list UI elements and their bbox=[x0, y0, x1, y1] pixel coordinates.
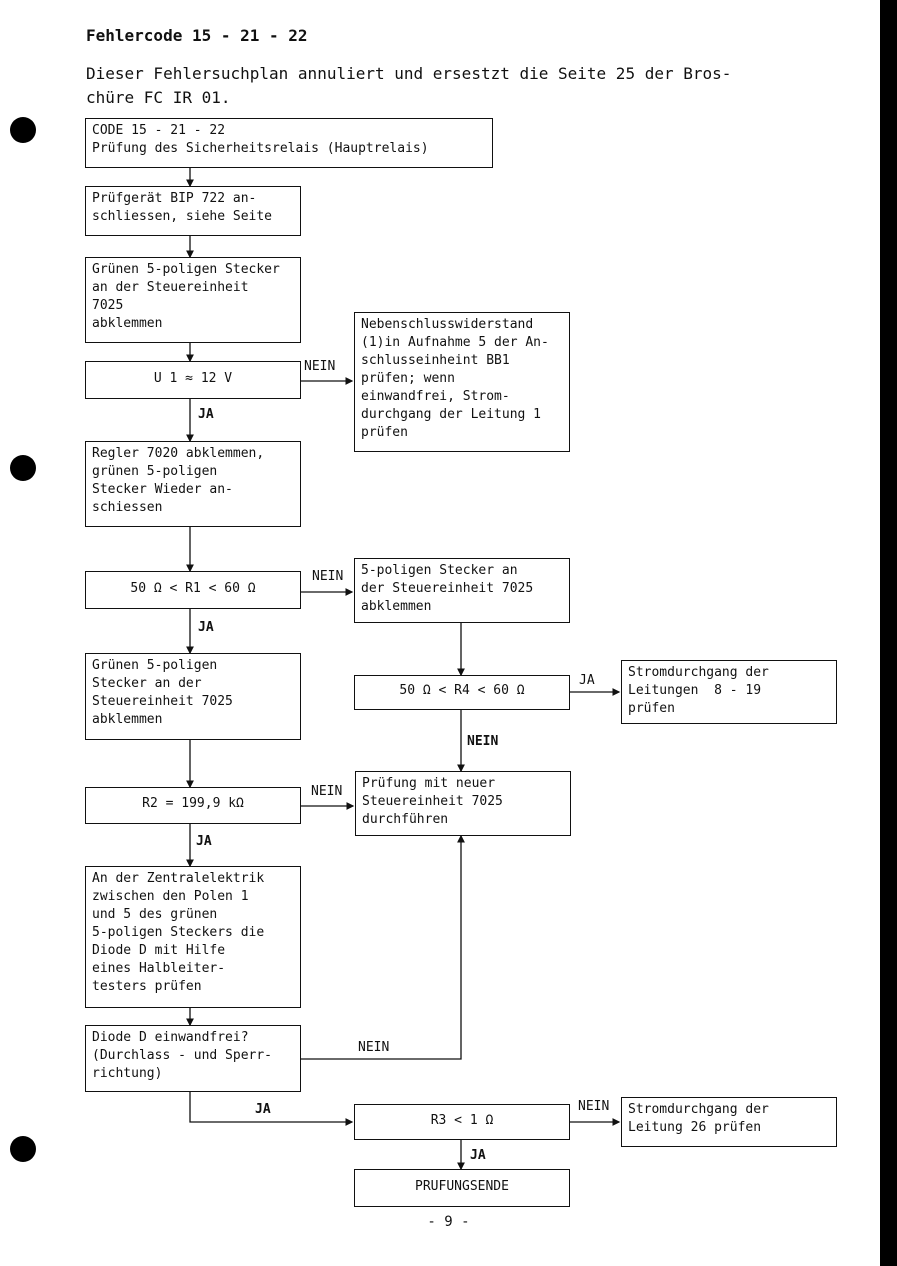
box-r2-check: R2 = 199,9 kΩ bbox=[85, 787, 301, 824]
label-nein-r2: NEIN bbox=[311, 784, 343, 799]
box-stecker-abklemmen-1: Grünen 5-poligen Stecker an der Steuerei… bbox=[85, 257, 301, 343]
intro-line-2: chüre FC IR 01. bbox=[86, 88, 231, 107]
box-stecker-abklemmen-2: 5-poligen Stecker an der Steuereinheit 7… bbox=[354, 558, 570, 623]
page-number: - 9 - bbox=[427, 1214, 470, 1230]
intro-line-1: Dieser Fehlersuchplan annuliert und erse… bbox=[86, 64, 732, 83]
label-ja-r1: JA bbox=[198, 620, 214, 635]
label-nein-r4: NEIN bbox=[467, 734, 499, 749]
label-nein-r3: NEIN bbox=[578, 1099, 610, 1114]
binder-hole-3 bbox=[10, 1136, 36, 1162]
intro-text: Dieser Fehlersuchplan annuliert und erse… bbox=[86, 62, 846, 110]
label-ja-u1: JA bbox=[198, 407, 214, 422]
box-u1-check: U 1 ≈ 12 V bbox=[85, 361, 301, 399]
box-bip-anschliessen: Prüfgerät BIP 722 an- schliessen, siehe … bbox=[85, 186, 301, 236]
box-nebenschluss: Nebenschlusswiderstand (1)in Aufnahme 5 … bbox=[354, 312, 570, 452]
box-zentralelektrik: An der Zentralelektrik zwischen den Pole… bbox=[85, 866, 301, 1008]
scan-edge bbox=[880, 0, 897, 1266]
label-nein-r1: NEIN bbox=[312, 569, 344, 584]
box-r3-check: R3 < 1 Ω bbox=[354, 1104, 570, 1140]
box-r1-check: 50 Ω < R1 < 60 Ω bbox=[85, 571, 301, 609]
label-ja-r3: JA bbox=[470, 1148, 486, 1163]
box-pruefungsende: PRUFUNGSENDE bbox=[354, 1169, 570, 1207]
label-ja-r4: JA bbox=[579, 673, 595, 688]
box-stromdurchgang-8-19: Stromdurchgang der Leitungen 8 - 19 prüf… bbox=[621, 660, 837, 724]
label-ja-diode: JA bbox=[255, 1102, 271, 1117]
box-gruenen-stecker-abklemmen: Grünen 5-poligen Stecker an der Steuerei… bbox=[85, 653, 301, 740]
box-diode-check: Diode D einwandfrei? (Durchlass - und Sp… bbox=[85, 1025, 301, 1092]
box-r4-check: 50 Ω < R4 < 60 Ω bbox=[354, 675, 570, 710]
binder-hole-2 bbox=[10, 455, 36, 481]
page-title: Fehlercode 15 - 21 - 22 bbox=[86, 26, 308, 45]
box-neue-steuereinheit: Prüfung mit neuer Steuereinheit 7025 dur… bbox=[355, 771, 571, 836]
label-nein-u1: NEIN bbox=[304, 359, 336, 374]
binder-hole-1 bbox=[10, 117, 36, 143]
box-stromdurchgang-26: Stromdurchgang der Leitung 26 prüfen bbox=[621, 1097, 837, 1147]
box-regler-abklemmen: Regler 7020 abklemmen, grünen 5-poligen … bbox=[85, 441, 301, 527]
label-nein-diode: NEIN bbox=[358, 1040, 390, 1055]
label-ja-r2: JA bbox=[196, 834, 212, 849]
box-code: CODE 15 - 21 - 22 Prüfung des Sicherheit… bbox=[85, 118, 493, 168]
